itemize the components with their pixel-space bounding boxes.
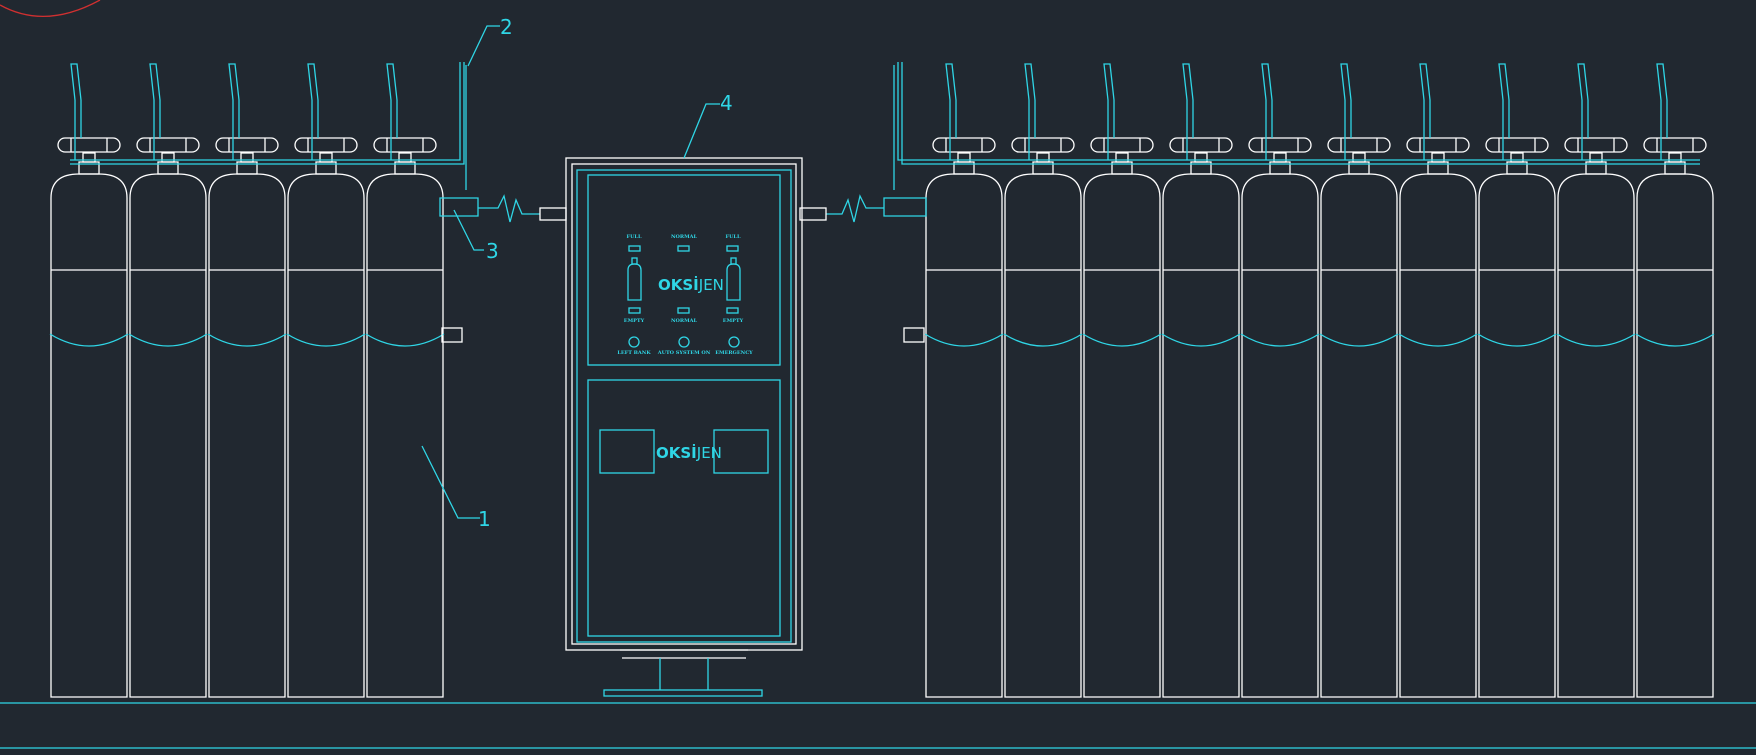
red-arc [0, 0, 101, 18]
leader-4 [683, 103, 720, 159]
label-empty-right: EMPTY [723, 318, 744, 324]
brand-logo-upper: OKSİJEN [658, 275, 724, 294]
leader-3 [453, 209, 484, 251]
label-full-left: FULL [627, 234, 642, 240]
right-cylinder-9 [1556, 63, 1636, 698]
label-full-right: FULL [726, 234, 741, 240]
control-panel [565, 157, 803, 697]
label-left-bank: LEFT BANK [617, 350, 651, 356]
label-normal-bottom: NORMAL [671, 318, 697, 324]
leader-1 [421, 445, 480, 519]
left-manifold-header [70, 62, 567, 223]
callout-4: 4 [720, 91, 733, 115]
left-cylinder-3 [207, 63, 287, 698]
right-cylinder-7 [1398, 63, 1478, 698]
leader-2 [467, 25, 500, 67]
right-cylinder-10 [1635, 63, 1715, 698]
left-cylinder-bank [49, 63, 463, 698]
right-cylinder-3 [1082, 63, 1162, 698]
right-cylinder-2 [1003, 63, 1083, 698]
left-chain-hook [441, 327, 463, 343]
label-emergency: EMERGENCY [715, 350, 753, 356]
left-cylinder-1 [49, 63, 129, 698]
brand-logo-lower: OKSİJEN [656, 443, 722, 462]
right-cylinder-8 [1477, 63, 1557, 698]
right-cylinder-4 [1161, 63, 1241, 698]
right-manifold-header [799, 62, 1700, 223]
label-normal-top: NORMAL [671, 234, 697, 240]
left-cylinder-5 [365, 63, 445, 698]
right-cylinder-6 [1319, 63, 1399, 698]
right-cylinder-bank [903, 63, 1715, 698]
callout-1: 1 [478, 507, 491, 531]
label-auto-system: AUTO SYSTEM ON [657, 350, 711, 356]
right-cylinder-1 [924, 63, 1004, 698]
right-chain-hook [903, 327, 925, 343]
label-empty-left: EMPTY [624, 318, 645, 324]
left-cylinder-4 [286, 63, 366, 698]
callout-3: 3 [486, 239, 499, 263]
left-cylinder-2 [128, 63, 208, 698]
right-cylinder-5 [1240, 63, 1320, 698]
callout-2: 2 [500, 15, 513, 39]
